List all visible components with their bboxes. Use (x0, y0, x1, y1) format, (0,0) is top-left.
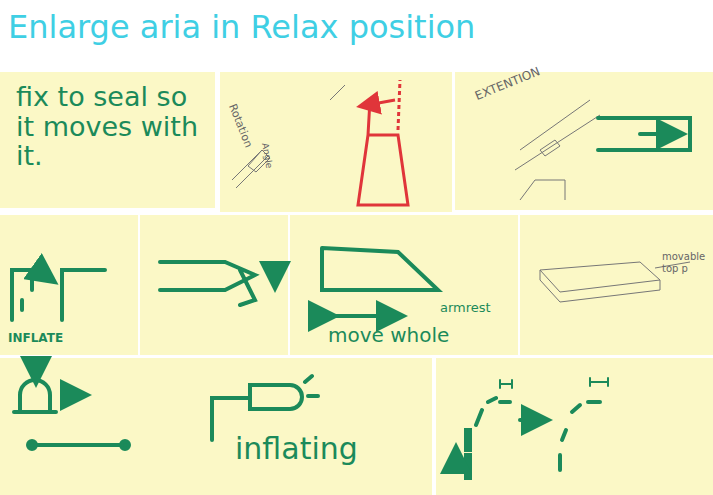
handwritten-note: fix to seal so it moves with it. (16, 82, 211, 171)
handwritten-note: inflating (235, 431, 405, 467)
sticky-note: RotationAngle (220, 72, 452, 212)
sticky-note: INFLATE (0, 215, 138, 355)
sticky-note (140, 215, 288, 355)
handwritten-note: Rotation (226, 102, 264, 172)
sticky-note: inflating (0, 358, 432, 495)
sticky-note: fix to seal so it moves with it. (0, 72, 215, 208)
handwritten-note: Angle (259, 142, 278, 193)
sticky-note (436, 358, 713, 495)
handwritten-note: move whole (328, 323, 498, 347)
handwritten-note: movable top p (662, 251, 706, 275)
board-title: Enlarge aria in Relax position (8, 8, 475, 46)
handwritten-note: EXTENTION (473, 56, 562, 103)
sticky-note: EXTENTION (455, 72, 713, 210)
handwritten-note: armrest (440, 300, 510, 316)
handwritten-note: INFLATE (8, 331, 118, 345)
sticky-note: armrest move whole (290, 215, 518, 355)
